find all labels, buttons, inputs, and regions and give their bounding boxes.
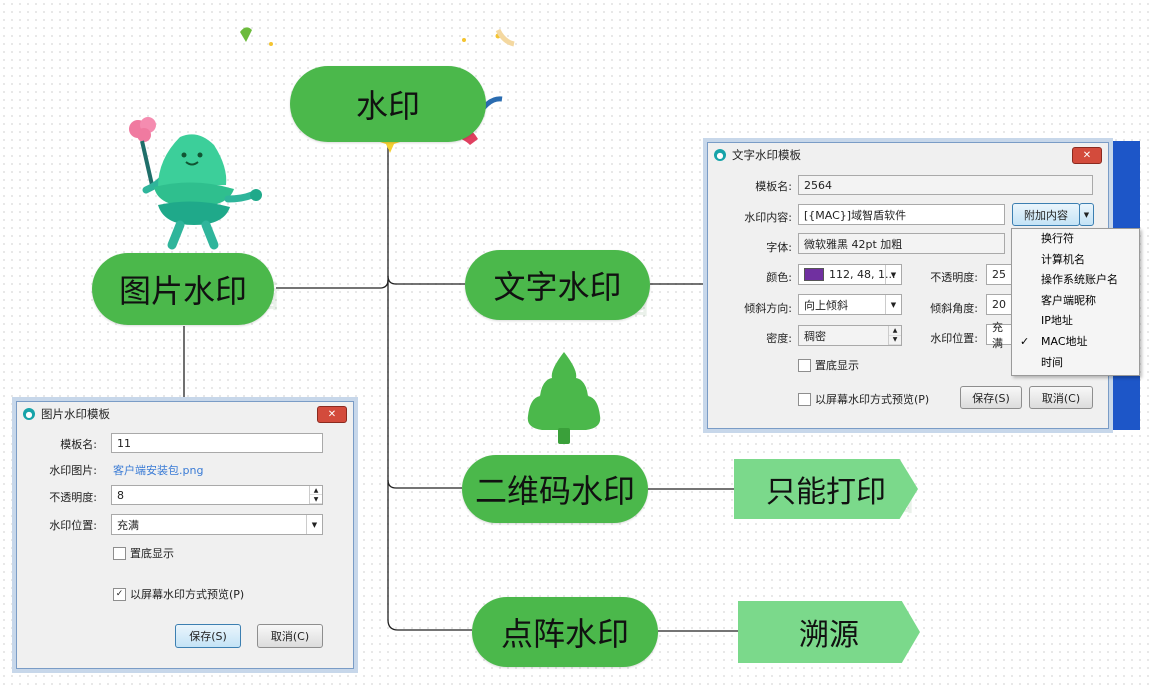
opacity-stepper[interactable]: 8 ▲▼ bbox=[111, 485, 323, 505]
label-font: 字体: bbox=[766, 241, 792, 254]
menu-item-label: 计算机名 bbox=[1041, 252, 1085, 266]
append-content-menu: 换行符 计算机名 操作系统账户名 客户端昵称 IP地址 ✓ MAC地址 时间 bbox=[1011, 228, 1140, 376]
checkbox-box-checked: ✓ bbox=[113, 587, 126, 601]
menu-item-label: 时间 bbox=[1041, 355, 1063, 369]
label-position: 水印位置: bbox=[930, 332, 978, 345]
dialog-title: 图片水印模板 bbox=[41, 407, 110, 421]
tree-icon bbox=[527, 352, 601, 444]
spinner-icon: ▲▼ bbox=[309, 486, 322, 504]
checkbox-box bbox=[798, 358, 811, 372]
dialog-title-bar: ● 文字水印模板 bbox=[708, 143, 1108, 167]
screen-preview-checkbox[interactable]: ✓ 以屏幕水印方式预览(P) bbox=[113, 586, 244, 602]
cancel-button[interactable]: 取消(C) bbox=[1029, 386, 1093, 409]
branch-node-text-watermark[interactable]: 文字水印 bbox=[465, 250, 650, 320]
dropdown-arrow-icon: ▼ bbox=[885, 265, 901, 284]
label-content: 水印内容: bbox=[744, 211, 792, 224]
save-button[interactable]: 保存(S) bbox=[960, 386, 1022, 409]
font-field[interactable]: 微软雅黑 42pt 加粗 bbox=[798, 233, 1005, 254]
position-value: 充满 bbox=[117, 518, 139, 532]
color-value: 112, 48, 1... bbox=[829, 268, 896, 281]
bottom-display-checkbox[interactable]: 置底显示 bbox=[113, 545, 174, 561]
checkbox-box bbox=[113, 546, 126, 560]
menu-item-ip[interactable]: IP地址 bbox=[1012, 311, 1139, 332]
check-icon: ✓ bbox=[1020, 334, 1030, 348]
menu-item-mac[interactable]: ✓ MAC地址 bbox=[1012, 332, 1139, 353]
dialog-title-bar: ● 图片水印模板 bbox=[17, 402, 353, 426]
label-position: 水印位置: bbox=[49, 519, 97, 532]
label-color: 颜色: bbox=[766, 271, 792, 284]
tag-trace[interactable]: 溯源 bbox=[738, 601, 920, 663]
save-label: 保存(S) bbox=[972, 391, 1010, 405]
label-opacity: 不透明度: bbox=[930, 271, 978, 284]
bottom-display-label: 置底显示 bbox=[130, 547, 174, 560]
mascot-icon bbox=[129, 117, 262, 250]
branch-node-image-watermark[interactable]: 图片水印 bbox=[92, 253, 274, 325]
close-icon[interactable]: ✕ bbox=[1072, 147, 1102, 164]
menu-item-label: 换行符 bbox=[1041, 232, 1074, 245]
dropdown-arrow-icon: ▼ bbox=[306, 515, 322, 534]
menu-item-newline[interactable]: 换行符 bbox=[1012, 229, 1139, 250]
bottom-display-checkbox[interactable]: 置底显示 bbox=[798, 357, 859, 373]
label-opacity: 不透明度: bbox=[49, 491, 97, 504]
menu-item-computer-name[interactable]: 计算机名 bbox=[1012, 250, 1139, 271]
tag-print-only[interactable]: 只能打印 bbox=[734, 459, 918, 519]
save-label: 保存(S) bbox=[189, 630, 227, 643]
position-select[interactable]: 充满 ▼ bbox=[111, 514, 323, 535]
label-direction: 倾斜方向: bbox=[744, 302, 792, 315]
checkbox-box bbox=[798, 392, 811, 406]
angle-input[interactable]: 20 bbox=[986, 294, 1012, 315]
dropdown-arrow-icon: ▼ bbox=[885, 295, 901, 314]
label-angle: 倾斜角度: bbox=[930, 302, 978, 315]
image-file-link[interactable]: 客户端安装包.png bbox=[113, 464, 204, 477]
label-density: 密度: bbox=[766, 332, 792, 345]
bottom-display-label: 置底显示 bbox=[815, 359, 859, 372]
color-select[interactable]: 112, 48, 1... ▼ bbox=[798, 264, 902, 285]
branch-node-dot-watermark[interactable]: 点阵水印 bbox=[472, 597, 658, 667]
template-name-field[interactable]: 11 bbox=[111, 433, 323, 453]
direction-value: 向上倾斜 bbox=[804, 298, 848, 312]
save-button[interactable]: 保存(S) bbox=[175, 624, 241, 648]
append-content-label: 附加内容 bbox=[1024, 208, 1068, 222]
label-image: 水印图片: bbox=[49, 464, 97, 477]
label-template-name: 模板名: bbox=[755, 180, 792, 193]
density-value: 稠密 bbox=[804, 329, 826, 343]
spinner-icon: ▲▼ bbox=[888, 326, 901, 345]
branch-node-qrcode-watermark[interactable]: 二维码水印 bbox=[462, 455, 648, 523]
close-icon[interactable]: ✕ bbox=[317, 406, 347, 423]
cancel-label: 取消(C) bbox=[1041, 391, 1081, 405]
menu-item-client-nickname[interactable]: 客户端昵称 bbox=[1012, 291, 1139, 312]
density-stepper[interactable]: 稠密 ▲▼ bbox=[798, 325, 902, 346]
menu-item-label: 操作系统账户名 bbox=[1041, 273, 1118, 287]
menu-item-os-account[interactable]: 操作系统账户名 bbox=[1012, 270, 1139, 291]
screen-preview-label: 以屏幕水印方式预览(P) bbox=[130, 588, 245, 601]
dropdown-arrow-icon[interactable]: ▼ bbox=[1079, 203, 1094, 226]
app-icon: ● bbox=[714, 149, 726, 161]
menu-item-label: 客户端昵称 bbox=[1041, 293, 1096, 307]
color-swatch bbox=[804, 268, 824, 281]
label-template-name: 模板名: bbox=[60, 438, 97, 451]
content-input[interactable]: [{MAC}]域智盾软件 bbox=[798, 204, 1005, 225]
screen-preview-label: 以屏幕水印方式预览(P) bbox=[815, 393, 930, 406]
menu-item-time[interactable]: 时间 bbox=[1012, 353, 1139, 374]
position-select[interactable]: 充满 bbox=[986, 321, 1012, 350]
menu-item-label: MAC地址 bbox=[1041, 334, 1088, 348]
image-watermark-dialog: ● 图片水印模板 ✕ 模板名: 11 水印图片: 客户端安装包.png 不透明度… bbox=[16, 401, 354, 669]
menu-item-label: IP地址 bbox=[1041, 314, 1073, 328]
screen-preview-checkbox[interactable]: 以屏幕水印方式预览(P) bbox=[798, 391, 929, 407]
cancel-label: 取消(C) bbox=[270, 630, 310, 643]
opacity-value: 8 bbox=[117, 488, 124, 502]
append-content-button[interactable]: 附加内容 bbox=[1012, 203, 1080, 226]
app-icon: ● bbox=[23, 408, 35, 420]
cancel-button[interactable]: 取消(C) bbox=[257, 624, 323, 648]
direction-select[interactable]: 向上倾斜 ▼ bbox=[798, 294, 902, 315]
template-name-field[interactable]: 2564 bbox=[798, 175, 1093, 195]
dialog-title: 文字水印模板 bbox=[732, 148, 801, 162]
opacity-input[interactable]: 25 bbox=[986, 264, 1012, 285]
root-node[interactable]: 水印 bbox=[290, 66, 486, 142]
